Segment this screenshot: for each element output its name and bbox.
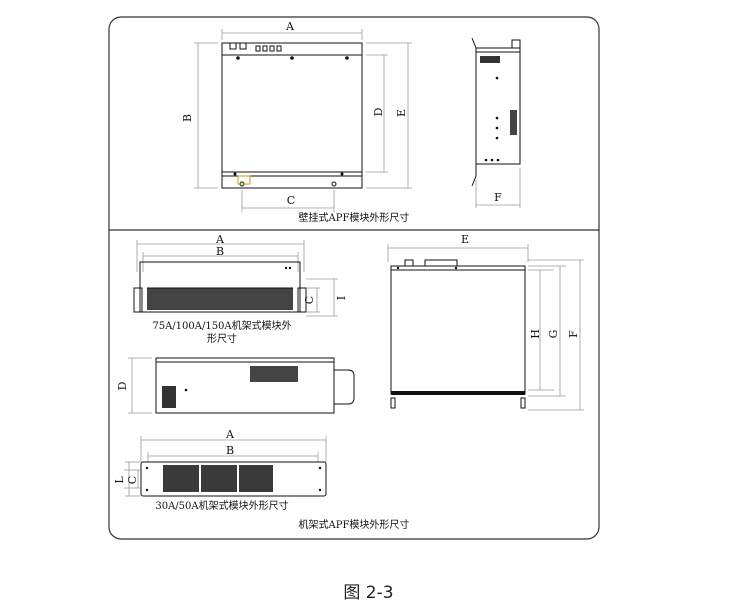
rack-small-dim-a: A — [225, 428, 235, 441]
wall-front-view — [194, 29, 412, 212]
rack-front-view — [387, 244, 584, 411]
rack-front-dim-f: F — [567, 330, 580, 338]
rack-small-caption: 30A/50A机架式模块外形尺寸 — [155, 499, 288, 512]
wall-dim-d: D — [372, 107, 385, 116]
figure-caption: 图 2-3 — [343, 583, 394, 603]
rack-top-dim-a: A — [215, 233, 225, 246]
wall-caption: 壁挂式APF模块外形尺寸 — [299, 211, 410, 224]
wall-dim-c: C — [287, 194, 295, 207]
rack-small-view — [124, 436, 327, 497]
rack-small-dim-b: B — [226, 444, 234, 457]
rack-top-caption-2: 形尺寸 — [207, 332, 237, 345]
rack-top-dim-i: I — [335, 296, 348, 300]
rack-caption: 机架式APF模块外形尺寸 — [299, 518, 410, 531]
wall-side-view — [471, 37, 521, 208]
rack-side-dim-d: D — [116, 381, 129, 390]
rack-top-dim-c: C — [303, 296, 316, 304]
outer-frame — [108, 16, 600, 540]
rack-small-dim-c: C — [126, 476, 139, 484]
rack-front-dim-g: G — [547, 330, 560, 339]
wall-dim-b: B — [181, 114, 194, 122]
rack-small-dim-l: L — [113, 476, 126, 484]
wall-dim-f: F — [494, 191, 502, 204]
rack-front-dim-e: E — [461, 233, 469, 246]
rack-front-dim-h: H — [529, 329, 542, 339]
rack-top-caption-1: 75A/100A/150A机架式模块外 — [152, 319, 291, 332]
rack-side-view — [128, 357, 355, 414]
rack-top-view — [133, 240, 338, 317]
rack-top-dim-b: B — [216, 245, 224, 258]
wall-dim-e: E — [395, 109, 408, 117]
wall-dim-a: A — [285, 20, 295, 33]
